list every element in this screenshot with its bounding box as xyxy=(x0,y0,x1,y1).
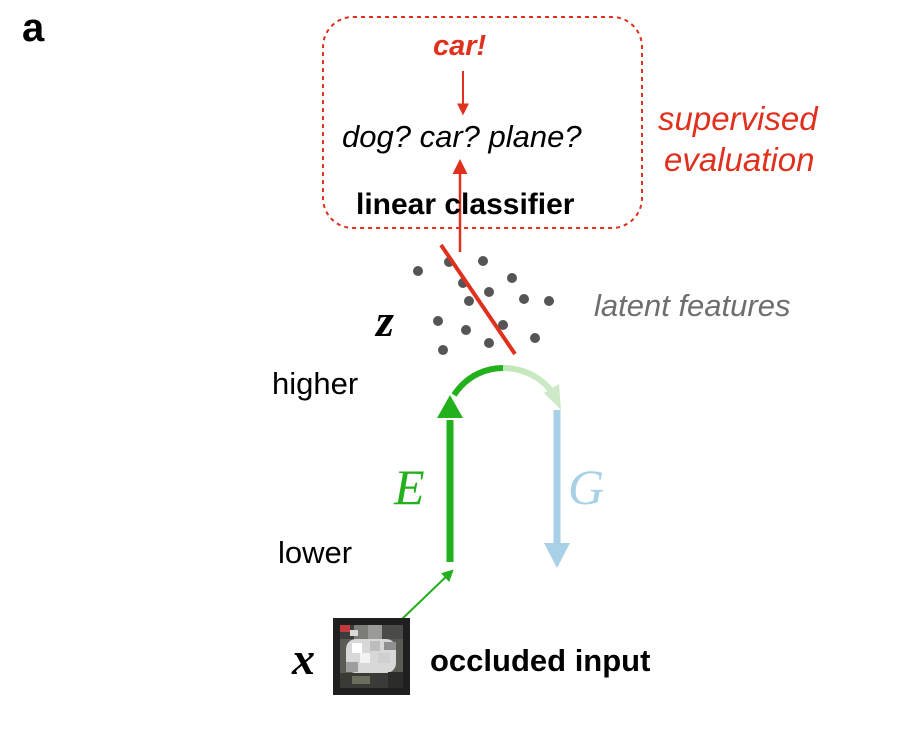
latent-point xyxy=(498,320,508,330)
class-question: dog? car? plane? xyxy=(342,119,582,154)
occluded-input-label: occluded input xyxy=(430,643,651,678)
lower-level-label: lower xyxy=(278,535,353,570)
decision-boundary xyxy=(439,243,517,356)
supervised-evaluation-line2: evaluation xyxy=(664,141,815,178)
evaluation-box xyxy=(322,16,643,229)
panel-label: a xyxy=(22,6,45,50)
generator-symbol: G xyxy=(568,459,605,515)
prediction-result: car! xyxy=(433,30,487,62)
higher-level-label: higher xyxy=(272,366,359,401)
latent-point xyxy=(413,266,423,276)
input-arrow xyxy=(400,569,454,621)
generator-arc-head xyxy=(544,384,561,410)
latent-point xyxy=(519,294,529,304)
supervised-evaluation-line1: supervised xyxy=(658,100,818,137)
latent-point xyxy=(464,296,474,306)
generator-arc xyxy=(502,365,555,394)
generator-arrow-head xyxy=(544,543,570,568)
latent-point xyxy=(478,256,488,266)
latent-point xyxy=(484,338,494,348)
latent-point xyxy=(433,316,443,326)
latent-point xyxy=(461,325,471,335)
latent-point xyxy=(530,333,540,343)
linear-classifier-label: linear classifier xyxy=(356,188,575,221)
encoder-symbol: E xyxy=(394,459,425,515)
occluded-input-image xyxy=(333,618,410,695)
latent-point xyxy=(507,273,517,283)
input-symbol: x xyxy=(292,633,315,684)
latent-point xyxy=(484,287,494,297)
encoder-arrow-head xyxy=(437,395,463,418)
latent-point xyxy=(438,345,448,355)
latent-features-label: latent features xyxy=(594,288,791,323)
latent-symbol: z xyxy=(376,295,394,346)
latent-point xyxy=(544,296,554,306)
encoder-arc xyxy=(451,365,504,397)
